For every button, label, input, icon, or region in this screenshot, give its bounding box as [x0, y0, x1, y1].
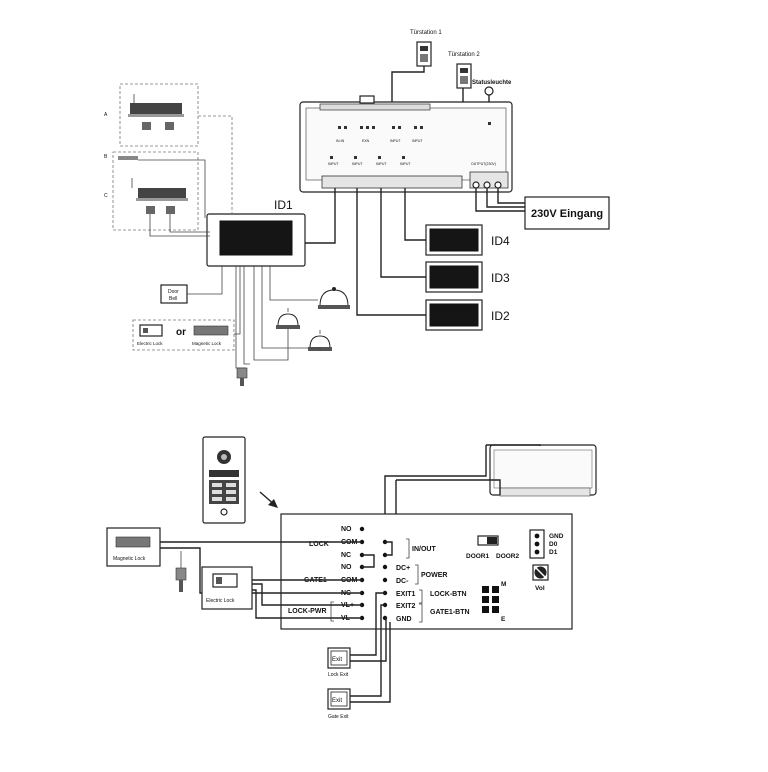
d1-label: D1 [549, 549, 558, 556]
status-light-label: Statusleuchte [472, 80, 512, 86]
lock-exit-label: Lock Exit [328, 672, 349, 678]
module-label-0: IN-IN [336, 139, 345, 143]
input-label-3: INPUT [400, 162, 411, 166]
id4-label: ID4 [491, 234, 510, 248]
input-label-2: INPUT [376, 162, 387, 166]
id2-label: ID2 [491, 309, 510, 323]
monitor-id4: ID4 [425, 224, 510, 256]
door-bell-label-1: Door [168, 289, 179, 295]
term-no-2: NO [341, 564, 352, 571]
m-label: M [501, 581, 506, 588]
bottom-magnetic-lock-label: Magnetic Lock [113, 556, 146, 562]
term-exit1: EXIT1 [396, 591, 416, 598]
term-exit2: EXIT2 [396, 603, 416, 610]
output-label: OUTPUT(230V) [471, 162, 496, 166]
dc-plug-icon [175, 567, 187, 592]
in-out-label: IN/OUT [412, 546, 436, 553]
monitor-id1: ID1 [206, 198, 306, 267]
nvr-c-icon [131, 178, 188, 214]
bottom-magnetic-lock: Magnetic Lock [106, 527, 161, 567]
door-station-2: Türstation 2 [448, 52, 480, 89]
side-label-a: A [104, 112, 108, 118]
input-label-1: INPUT [352, 162, 363, 166]
control-board [280, 513, 573, 630]
gnd-label: GND [549, 533, 564, 540]
din-unit-small [489, 444, 597, 497]
bottom-electric-lock: Electric Lock [201, 566, 253, 610]
term-gnd: GND [396, 616, 412, 623]
electric-lock-icon: Electric Lock [137, 324, 163, 346]
term-dc-plus: DC+ [396, 565, 410, 572]
power-input-box: 230V Eingang [524, 196, 610, 230]
power-adapter-icon [236, 367, 248, 386]
lock-exit-button: Exit Lock Exit [327, 647, 351, 678]
term-no-1: NO [341, 526, 352, 533]
lock-btn-label: LOCK-BTN [430, 591, 467, 598]
top-electric-lock-label: Electric Lock [137, 341, 163, 346]
input-label-0: INPUT [328, 162, 339, 166]
door-bell-icon: Door Bell [160, 284, 188, 304]
door1-label: DOOR1 [466, 553, 490, 560]
module-label-3: INPUT [412, 139, 423, 143]
siren-1-icon [276, 308, 300, 329]
central-controller: IN-IN EXN INPUT INPUT INPUT INPUT INPUT … [299, 95, 513, 193]
door-switch: DOOR1 DOOR2 [466, 535, 520, 560]
nvr-b-icon [118, 156, 138, 160]
side-label-b: B [104, 154, 108, 160]
magnetic-lock-icon: Magnetic Lock [192, 325, 229, 346]
e-label: E [501, 616, 506, 623]
top-magnetic-lock-label: Magnetic Lock [192, 341, 222, 346]
door-station-1-label: Türstation 1 [410, 30, 442, 36]
module-label-2: INPUT [390, 139, 401, 143]
monitor-id3: ID3 [425, 261, 510, 293]
power-input-label: 230V Eingang [531, 208, 603, 220]
gate-exit-button-text: Exit [332, 698, 342, 704]
or-label: or [176, 327, 186, 338]
gate-exit-label: Gate Exit [328, 714, 349, 720]
vol-label: Vol [535, 585, 545, 592]
outdoor-panel [202, 436, 246, 524]
nvr-a-icon [128, 94, 184, 130]
id3-label: ID3 [491, 271, 510, 285]
status-light: Statusleuchte [472, 80, 512, 96]
term-dc-minus: DC- [396, 578, 409, 585]
door-station-2-label: Türstation 2 [448, 52, 480, 58]
monitor-id2: ID2 [425, 299, 510, 331]
power-label: POWER [421, 572, 447, 579]
bottom-electric-lock-label: Electric Lock [206, 598, 235, 604]
lock-pwr-label: LOCK-PWR [288, 608, 327, 615]
gate1-btn-label: GATE1-BTN [430, 609, 470, 616]
door-station-1: Türstation 1 [410, 30, 442, 67]
lock-exit-button-text: Exit [332, 657, 342, 663]
door-bell-label-2: Bell [169, 296, 177, 302]
wiegand-connector: GND D0 D1 [529, 529, 564, 559]
term-nc-1: NC [341, 552, 351, 559]
module-label-1: EXN [362, 139, 370, 143]
id1-label: ID1 [274, 198, 293, 212]
jumper-block: M E [482, 581, 506, 623]
d0-label: D0 [549, 541, 558, 548]
door2-label: DOOR2 [496, 553, 520, 560]
side-label-c: C [104, 193, 108, 199]
volume-knob-icon: Vol [532, 564, 549, 592]
lock-label: LOCK [309, 541, 329, 548]
gate-exit-button: Exit Gate Exit [327, 688, 351, 720]
bell-alarm-icon [318, 287, 350, 309]
